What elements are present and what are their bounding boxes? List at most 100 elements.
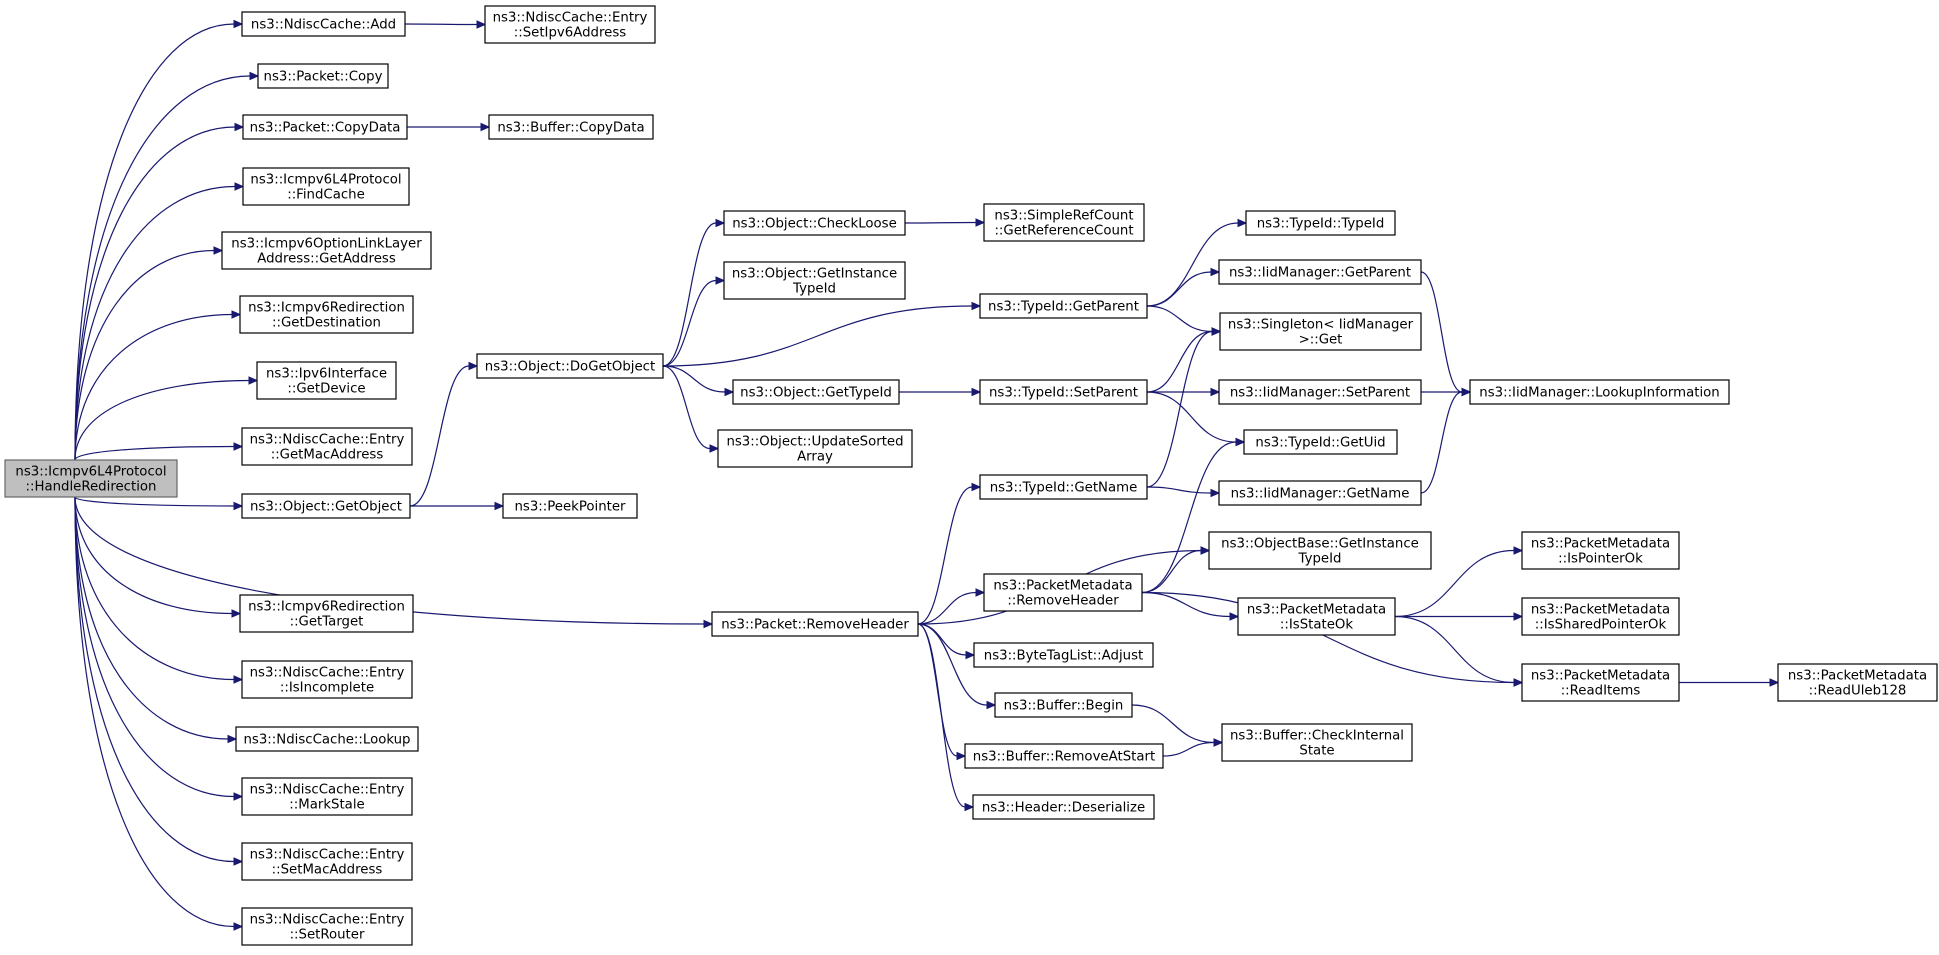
edge-line	[1394, 615, 1515, 684]
arrowhead	[468, 361, 479, 371]
node-box	[972, 794, 1155, 820]
arrowhead	[1210, 267, 1221, 277]
node-pm_isstateok[interactable]: ns3::PacketMetadata::IsStateOk	[1237, 597, 1396, 636]
edge-line	[1420, 391, 1463, 494]
node-box	[1521, 531, 1680, 570]
node-label-line: ::GetReferenceCount	[994, 224, 1133, 239]
node-box	[979, 293, 1148, 319]
call-edge-root-to-pkt_copy	[74, 71, 260, 461]
node-setmac[interactable]: ns3::NdiscCache::Entry::SetMacAddress	[241, 842, 413, 881]
node-typeid_getparent[interactable]: ns3::TypeId::GetParent	[979, 293, 1148, 319]
node-pkt_removeheader[interactable]: ns3::Packet::RemoveHeader	[711, 611, 919, 637]
node-box	[1208, 531, 1432, 570]
node-getaddress[interactable]: ns3::Icmpv6OptionLinkLayerAddress::GetAd…	[221, 231, 432, 270]
node-iid_getparent[interactable]: ns3::IidManager::GetParent	[1218, 259, 1422, 285]
edge-line	[917, 623, 967, 656]
node-pm_readitems[interactable]: ns3::PacketMetadata::ReadItems	[1521, 663, 1680, 702]
arrowhead	[231, 310, 242, 319]
node-box	[257, 63, 389, 89]
node-getobject[interactable]: ns3::Object::GetObject	[241, 493, 411, 519]
node-hdr_deserialize[interactable]: ns3::Header::Deserialize	[972, 794, 1155, 820]
call-edge-pm_isstateok-to-pm_ispointerok	[1394, 546, 1524, 618]
node-iid_setparent[interactable]: ns3::IidManager::SetParent	[1218, 379, 1422, 405]
node-label-line: ns3::PacketMetadata	[1531, 603, 1670, 618]
node-getrefcount[interactable]: ns3::SimpleRefCount::GetReferenceCount	[983, 203, 1145, 242]
edge-line	[409, 365, 470, 507]
edge-line	[1146, 486, 1212, 494]
call-edge-buf_begin-to-buf_checkinternal	[1131, 704, 1224, 747]
node-buf_copydata[interactable]: ns3::Buffer::CopyData	[488, 114, 654, 140]
node-checkloose[interactable]: ns3::Object::CheckLoose	[723, 210, 906, 236]
call-edge-dogetobject-to-updatesorted	[662, 365, 720, 453]
node-obj_gettypeid[interactable]: ns3::Object::GetTypeId	[732, 379, 900, 405]
node-buf_begin[interactable]: ns3::Buffer::Begin	[994, 692, 1133, 718]
node-isincomplete[interactable]: ns3::NdiscCache::Entry::IsIncomplete	[241, 660, 413, 699]
node-pkt_copy[interactable]: ns3::Packet::Copy	[257, 63, 389, 89]
node-pm_removeheader[interactable]: ns3::PacketMetadata::RemoveHeader	[983, 573, 1143, 612]
call-edge-root-to-pkt_copydata	[74, 122, 245, 461]
node-getdestination[interactable]: ns3::Icmpv6Redirection::GetDestination	[239, 295, 414, 334]
call-edge-root-to-getobject	[74, 496, 244, 511]
node-label-line: ns3::TypeId::TypeId	[1257, 217, 1385, 232]
call-edge-dogetobject-to-typeid_getparent	[662, 301, 982, 367]
node-box	[241, 11, 406, 37]
node-typeid_getuid[interactable]: ns3::TypeId::GetUid	[1243, 429, 1398, 455]
node-iid_getname[interactable]: ns3::IidManager::GetName	[1218, 480, 1422, 506]
edge-line	[662, 365, 726, 393]
node-setrouter[interactable]: ns3::NdiscCache::Entry::SetRouter	[241, 907, 413, 946]
node-markstale[interactable]: ns3::NdiscCache::Entry::MarkStale	[241, 777, 413, 816]
node-label-line: ns3::NdiscCache::Entry	[250, 783, 405, 798]
node-pm_readuleb[interactable]: ns3::PacketMetadata::ReadUleb128	[1777, 663, 1938, 702]
node-dogetobject[interactable]: ns3::Object::DoGetObject	[476, 353, 664, 379]
node-getdevice[interactable]: ns3::Ipv6Interface::GetDevice	[256, 361, 397, 400]
node-pm_issharedptrok[interactable]: ns3::PacketMetadata::IsSharedPointerOk	[1521, 597, 1680, 636]
node-getmac[interactable]: ns3::NdiscCache::Entry::GetMacAddress	[241, 427, 413, 466]
node-lookupinfo[interactable]: ns3::IidManager::LookupInformation	[1469, 379, 1730, 405]
node-peekpointer[interactable]: ns3::PeekPointer	[502, 493, 638, 519]
node-findcache[interactable]: ns3::Icmpv6L4Protocol::FindCache	[242, 167, 410, 206]
edge-line	[917, 623, 966, 808]
node-typeid_setparent[interactable]: ns3::TypeId::SetParent	[979, 379, 1148, 405]
node-label-line: ::FindCache	[287, 188, 365, 203]
arrowhead	[975, 218, 986, 227]
node-label-line: ns3::Object::CheckLoose	[732, 217, 897, 232]
edge-line	[1146, 271, 1212, 307]
node-label-line: ns3::NdiscCache::Lookup	[243, 733, 410, 748]
node-ndisc_add[interactable]: ns3::NdiscCache::Add	[241, 11, 406, 37]
edge-line	[74, 496, 235, 863]
edge-line	[1131, 704, 1215, 744]
node-typeid_typeid[interactable]: ns3::TypeId::TypeId	[1245, 210, 1396, 236]
node-label-line: ns3::PacketMetadata	[1531, 669, 1670, 684]
node-lookup[interactable]: ns3::NdiscCache::Lookup	[235, 726, 419, 752]
arrowhead	[964, 802, 975, 812]
node-box	[484, 5, 656, 44]
node-label-line: ns3::Ipv6Interface	[266, 367, 387, 382]
edge-line	[1394, 549, 1515, 618]
node-setipv6[interactable]: ns3::NdiscCache::Entry::SetIpv6Address	[484, 5, 656, 44]
node-label-line: ns3::PacketMetadata	[993, 579, 1132, 594]
edge-line	[74, 496, 235, 928]
node-label-line: ns3::Buffer::RemoveAtStart	[973, 750, 1155, 765]
node-box	[241, 427, 413, 466]
node-typeid_getname[interactable]: ns3::TypeId::GetName	[979, 474, 1148, 500]
call-edge-pm_removeheader-to-pm_isstateok	[1141, 591, 1240, 621]
arrowhead	[233, 792, 244, 801]
node-box	[964, 743, 1164, 769]
node-pm_ispointerok[interactable]: ns3::PacketMetadata::IsPointerOk	[1521, 531, 1680, 570]
call-edge-root-to-findcache	[74, 182, 245, 461]
edge-line	[1141, 549, 1202, 594]
node-pkt_copydata[interactable]: ns3::Packet::CopyData	[242, 114, 408, 140]
arrowhead	[480, 122, 491, 132]
node-bytetaglist_adjust[interactable]: ns3::ByteTagList::Adjust	[973, 642, 1154, 668]
arrowhead	[965, 650, 976, 660]
node-gettarget[interactable]: ns3::Icmpv6Redirection::GetTarget	[239, 594, 414, 633]
call-nodes: ns3::Icmpv6L4Protocol::HandleRedirection…	[4, 5, 1938, 946]
node-singleton_get[interactable]: ns3::Singleton< IidManager>::Get	[1219, 312, 1422, 351]
edge-line	[1146, 330, 1213, 488]
node-buf_removeatstart[interactable]: ns3::Buffer::RemoveAtStart	[964, 743, 1164, 769]
node-root[interactable]: ns3::Icmpv6L4Protocol::HandleRedirection	[4, 459, 178, 498]
